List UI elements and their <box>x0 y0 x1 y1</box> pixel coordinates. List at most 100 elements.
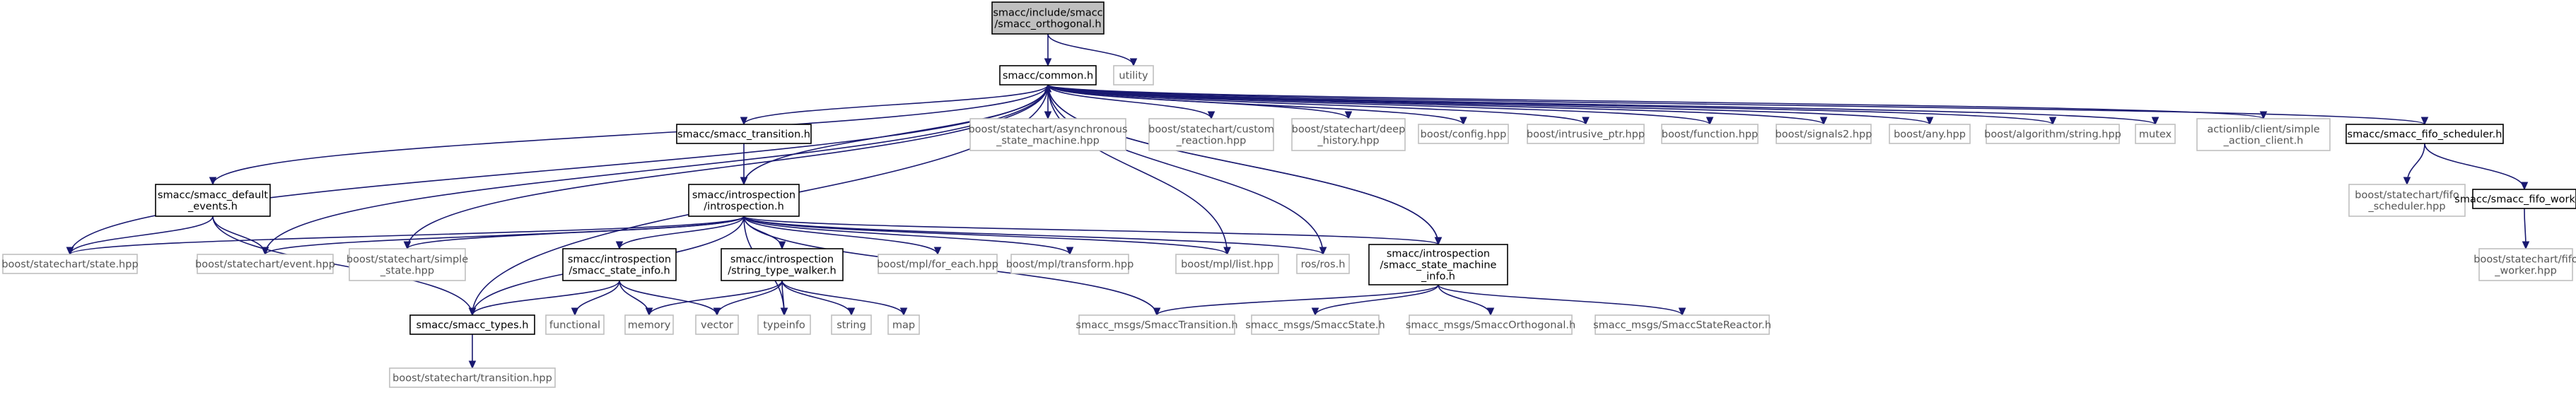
node-label-config-0: boost/config.hpp <box>1421 129 1507 141</box>
node-label-vector-0: vector <box>701 320 733 331</box>
node-msg_transition: smacc_msgs/SmaccTransition.h <box>1076 314 1238 335</box>
edge-common-to-intrusive_ptr <box>1047 84 1587 125</box>
arrowhead-type_walker-to-vector <box>713 307 721 317</box>
node-label-utility-0: utility <box>1119 71 1148 82</box>
node-box-default_events <box>155 184 271 217</box>
arrowhead-common-to-fifo_scheduler <box>2420 117 2429 126</box>
arrowhead-common-to-action_client <box>2259 111 2268 120</box>
arrowhead-introspection-to-mpl_list <box>1223 247 1231 256</box>
edge-type_walker-to-memory <box>648 280 783 316</box>
arrowhead-introspection-to-event_hpp <box>261 247 269 256</box>
node-box-simple_state <box>349 248 466 281</box>
arrowhead-common-to-mutex <box>2151 117 2160 126</box>
node-box-msg_state <box>1251 314 1380 335</box>
node-custom_reaction: boost/statechart/custom_reaction.hpp <box>1148 118 1274 151</box>
node-label-deep_history-1: _history.hpp <box>1317 136 1379 147</box>
edge-common-to-transition <box>743 84 1049 125</box>
node-function: boost/function.hpp <box>1661 124 1759 144</box>
arrowhead-sm_info-to-msg_state <box>1311 307 1319 317</box>
node-box-state_hpp <box>2 254 138 274</box>
node-fifo_worker[interactable]: smacc/smacc_fifo_worker.h <box>2454 189 2576 209</box>
node-any: boost/any.hpp <box>1889 124 1971 144</box>
edge-sm_info-to-common <box>1047 84 1439 245</box>
node-smacc_types[interactable]: smacc/smacc_types.h <box>409 314 535 335</box>
edge-sm_info-to-msg_transition <box>1156 284 1439 316</box>
node-box-introspection <box>688 184 800 217</box>
arrowhead-fifo_worker-to-sc_fifo_worker <box>2522 241 2530 250</box>
node-label-intrusive_ptr-0: boost/intrusive_ptr.hpp <box>1527 129 1645 141</box>
node-label-simple_state-0: boost/statechart/simple <box>346 254 468 266</box>
node-label-mutex-0: mutex <box>2139 129 2172 141</box>
edge-common-to-mutex <box>1047 84 2156 125</box>
node-label-sm_info-0: smacc/introspection <box>1387 249 1490 260</box>
arrowhead-common-to-config <box>1459 117 1467 126</box>
arrowhead-transition-to-introspection <box>740 177 748 186</box>
node-label-mpl_transform-0: boost/mpl/transform.hpp <box>1006 259 1134 271</box>
node-root[interactable]: smacc/include/smacc/smacc_orthogonal.h <box>991 1 1105 35</box>
arrowhead-common-to-signals2 <box>1819 117 1828 126</box>
node-state_hpp: boost/statechart/state.hpp <box>1 254 139 274</box>
edge-common-to-fifo_scheduler <box>1047 84 2425 125</box>
node-introspection[interactable]: smacc/introspection/introspection.h <box>688 184 800 217</box>
node-box-for_each <box>878 254 998 274</box>
node-type_walker[interactable]: smacc/introspection/string_type_walker.h <box>721 248 844 281</box>
node-label-string-0: string <box>837 320 866 331</box>
arrowhead-common-to-deep_history <box>1344 111 1353 120</box>
node-box-event_hpp <box>197 254 334 274</box>
node-async_sm: boost/statechart/asynchronous_state_mach… <box>968 118 1128 151</box>
node-label-event_hpp-0: boost/statechart/event.hpp <box>195 259 335 271</box>
node-state_info[interactable]: smacc/introspection/smacc_state_info.h <box>562 248 677 281</box>
arrowhead-common-to-any <box>1925 117 1934 126</box>
node-label-mpl_list-0: boost/mpl/list.hpp <box>1181 259 1274 271</box>
node-label-function-0: boost/function.hpp <box>1662 129 1759 141</box>
node-sm_info[interactable]: smacc/introspection/smacc_state_machine_… <box>1368 244 1508 285</box>
node-box-common <box>999 65 1097 86</box>
node-label-fifo_worker-0: smacc/smacc_fifo_worker.h <box>2454 194 2576 206</box>
edge-introspection-to-ros <box>743 216 1324 255</box>
node-label-msg_state_reactor-0: smacc_msgs/SmaccStateReactor.h <box>1593 320 1771 331</box>
node-box-fifo_scheduler <box>2345 124 2504 144</box>
node-label-async_sm-0: boost/statechart/asynchronous <box>968 124 1127 136</box>
node-mpl_list: boost/mpl/list.hpp <box>1175 254 1279 274</box>
node-box-typeinfo <box>757 314 811 335</box>
edge-introspection-to-mpl_transform <box>743 216 1071 255</box>
node-mutex: mutex <box>2135 124 2176 144</box>
edge-common-to-function <box>1047 84 1710 125</box>
node-label-memory-0: memory <box>628 320 671 331</box>
edge-common-to-state_hpp <box>69 84 1049 255</box>
edge-sm_info-to-msg_state_reactor <box>1438 284 1683 316</box>
node-transition[interactable]: smacc/smacc_transition.h <box>676 124 812 144</box>
node-label-custom_reaction-1: _reaction.hpp <box>1176 136 1247 147</box>
node-sc_fifo_worker: boost/statechart/fifo_worker.hpp <box>2473 248 2576 281</box>
arrowhead-type_walker-to-memory <box>645 307 653 317</box>
node-box-signals2 <box>1776 124 1872 144</box>
node-box-any <box>1889 124 1971 144</box>
node-box-function <box>1661 124 1759 144</box>
node-common[interactable]: smacc/common.h <box>999 65 1097 86</box>
node-label-common-0: smacc/common.h <box>1003 71 1093 82</box>
node-config: boost/config.hpp <box>1418 124 1509 144</box>
edge-introspection-to-for_each <box>743 216 938 255</box>
node-label-map-0: map <box>892 320 915 331</box>
node-label-async_sm-1: _state_machine.hpp <box>996 136 1100 147</box>
edge-sm_info-to-msg_state <box>1315 284 1439 316</box>
arrowhead-sm_info-to-msg_transition <box>1153 307 1161 317</box>
arrowhead-fifo_scheduler-to-sc_fifo_scheduler <box>2403 177 2411 186</box>
arrowhead-common-to-async_sm <box>1044 111 1052 120</box>
edge-fifo_scheduler-to-fifo_worker <box>2424 143 2525 190</box>
node-label-any-0: boost/any.hpp <box>1894 129 1966 141</box>
node-default_events[interactable]: smacc/smacc_default_events.h <box>155 184 271 217</box>
node-label-introspection-1: /introspection.h <box>704 201 784 213</box>
arrowhead-fifo_scheduler-to-fifo_worker <box>2520 182 2529 191</box>
arrowhead-common-to-transition <box>740 117 748 126</box>
node-fifo_scheduler[interactable]: smacc/smacc_fifo_scheduler.h <box>2345 124 2504 144</box>
node-label-root-0: smacc/include/smacc <box>993 8 1102 19</box>
node-box-functional <box>545 314 605 335</box>
node-box-map <box>887 314 920 335</box>
node-box-memory <box>624 314 674 335</box>
edge-common-to-custom_reaction <box>1047 84 1212 119</box>
node-functional: functional <box>545 314 605 335</box>
node-signals2: boost/signals2.hpp <box>1776 124 1872 144</box>
arrowhead-introspection-to-state_hpp <box>66 247 74 256</box>
